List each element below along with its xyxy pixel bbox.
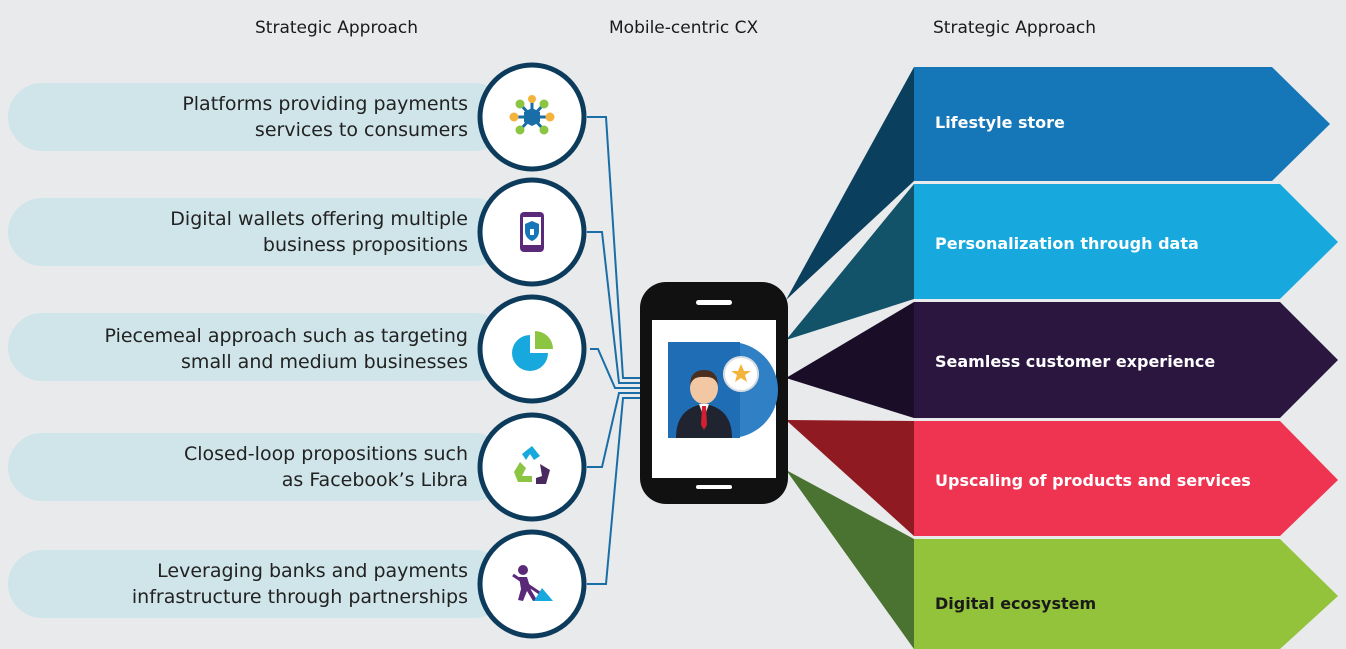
left-item-3-line1: Piecemeal approach such as targeting xyxy=(104,325,468,347)
network-hub-icon xyxy=(509,95,555,135)
right-item-3-label: Seamless customer experience xyxy=(935,352,1216,371)
arrow-3 xyxy=(914,302,1338,418)
fold-2 xyxy=(786,184,914,340)
fold-shadows xyxy=(786,67,914,649)
fold-4 xyxy=(786,420,914,536)
arrow-2 xyxy=(914,184,1338,299)
left-item-5-line1: Leveraging banks and payments xyxy=(157,560,468,582)
arrow-4 xyxy=(914,421,1338,536)
phone-illustration xyxy=(640,282,788,504)
left-item-5-line2: infrastructure through partnerships xyxy=(131,586,468,608)
right-item-1-label: Lifestyle store xyxy=(935,113,1065,132)
icon-circle-5 xyxy=(477,529,587,639)
center-heading: Mobile-centric CX xyxy=(609,18,759,38)
icon-circle-4 xyxy=(477,412,587,522)
phone-speaker xyxy=(696,300,732,305)
pie-chart-icon xyxy=(512,331,553,371)
left-item-1-line1: Platforms providing payments xyxy=(182,93,468,115)
customer-avatar-icon xyxy=(676,370,732,438)
pill-backgrounds xyxy=(8,83,508,618)
pill-2 xyxy=(8,198,508,266)
secure-phone-icon xyxy=(520,212,544,252)
left-item-3: Piecemeal approach such as targeting sma… xyxy=(105,323,468,375)
pill-3 xyxy=(8,313,508,381)
right-heading: Strategic Approach xyxy=(933,18,1097,38)
arrow-1 xyxy=(914,67,1330,181)
connector-2 xyxy=(587,231,640,384)
arrow-shapes xyxy=(914,67,1338,649)
left-item-5: Leveraging banks and payments infrastruc… xyxy=(132,558,468,610)
right-item-5-label: Digital ecosystem xyxy=(935,594,1097,613)
recycle-icon xyxy=(514,446,550,484)
connector-1 xyxy=(587,116,640,379)
rating-star-icon xyxy=(723,356,759,392)
left-item-2-line1: Digital wallets offering multiple xyxy=(170,208,468,230)
phone-home-bar xyxy=(696,485,732,489)
left-item-2: Digital wallets offering multiple busine… xyxy=(170,206,468,258)
left-item-2-line2: business propositions xyxy=(262,234,468,256)
right-item-2-label: Personalization through data xyxy=(935,234,1199,253)
left-item-4: Closed-loop propositions such as Faceboo… xyxy=(184,441,468,493)
connector-5 xyxy=(587,397,640,585)
pill-4 xyxy=(8,433,508,501)
pill-1 xyxy=(8,83,508,151)
left-item-4-line1: Closed-loop propositions such xyxy=(183,443,468,465)
right-item-4-label: Upscaling of products and services xyxy=(935,471,1251,490)
arrow-5 xyxy=(914,539,1338,649)
connector-3 xyxy=(590,348,640,389)
construction-worker-icon xyxy=(512,565,553,601)
left-item-4-line2: as Facebook’s Libra xyxy=(281,469,468,491)
fold-5 xyxy=(786,470,914,649)
icon-circle-3 xyxy=(477,294,587,404)
fold-1 xyxy=(786,67,914,300)
connector-4 xyxy=(587,392,640,468)
fold-3 xyxy=(786,302,914,418)
left-item-1-line2: services to consumers xyxy=(254,119,468,141)
pill-5 xyxy=(8,550,508,618)
left-item-1: Platforms providing payments services to… xyxy=(182,91,468,143)
left-item-3-line2: small and medium businesses xyxy=(181,351,468,373)
icon-circles xyxy=(477,62,587,639)
left-heading: Strategic Approach xyxy=(255,18,419,38)
connector-lines xyxy=(587,116,640,585)
